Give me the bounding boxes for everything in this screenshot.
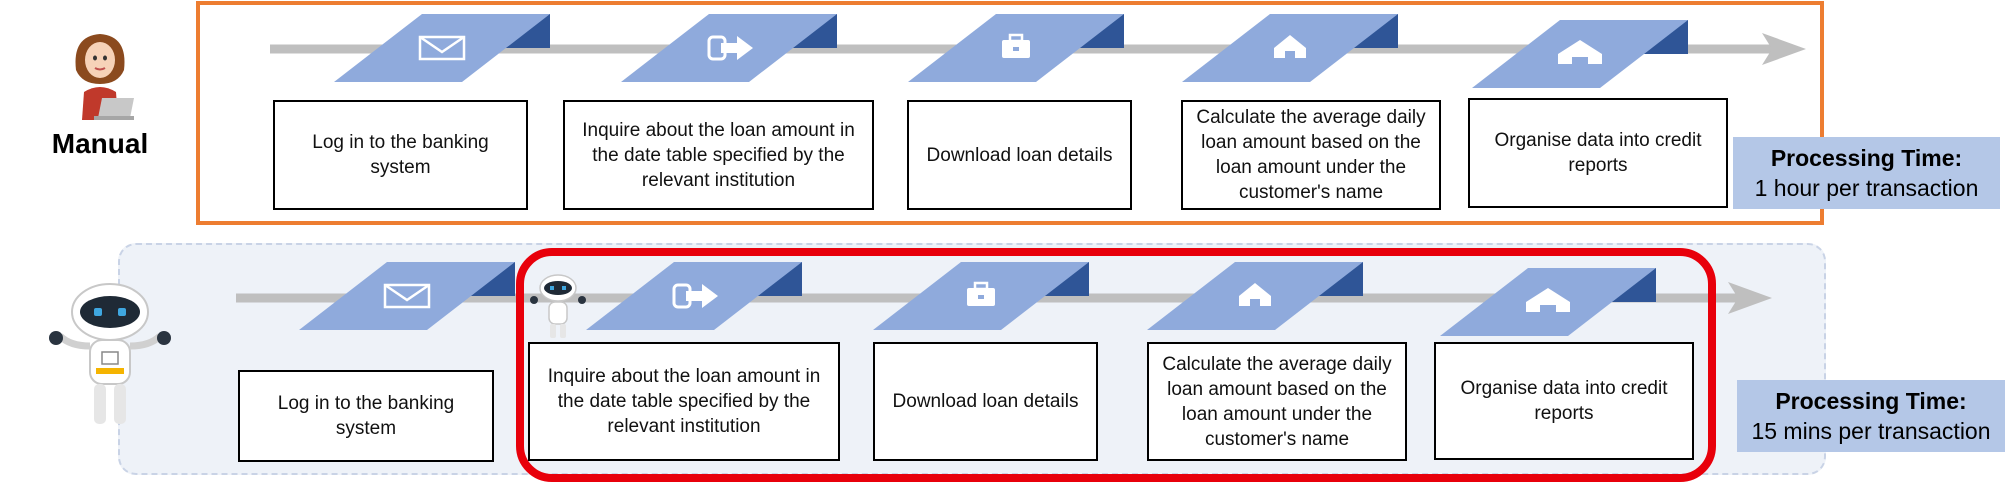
automated-timeline-arrowhead xyxy=(1728,282,1772,314)
house-icon xyxy=(1274,35,1306,58)
automated-step-tile-4 xyxy=(1147,262,1363,330)
automation-scope-highlight xyxy=(516,248,1716,482)
arrow-right-icon xyxy=(672,283,718,309)
automated-step-4-label: Calculate the average daily loan amount … xyxy=(1162,353,1392,450)
manual-process-frame xyxy=(196,1,1824,225)
manual-step-tile-5 xyxy=(1472,20,1688,88)
manual-step-2: Inquire about the loan amount in the dat… xyxy=(563,100,874,210)
automated-step-3: Download loan details xyxy=(873,342,1098,461)
automated-step-1-label: Log in to the banking system xyxy=(277,393,455,439)
manual-step-5: Organise data into credit reports xyxy=(1468,98,1728,208)
manual-step-3: Download loan details xyxy=(907,100,1132,210)
manual-step-4: Calculate the average daily loan amount … xyxy=(1181,100,1441,210)
manual-step-5-label: Organise data into credit reports xyxy=(1494,130,1702,176)
automated-step-2-label: Inquire about the loan amount in the dat… xyxy=(547,366,821,437)
manual-processing-time-title: Processing Time: xyxy=(1770,145,1963,171)
automated-step-1: Log in to the banking system xyxy=(238,370,494,462)
house-icon xyxy=(1526,288,1570,312)
arrow-right-icon xyxy=(707,35,753,61)
envelope-icon xyxy=(418,35,466,61)
automated-step-tile-2 xyxy=(586,262,802,330)
manual-step-tile-2 xyxy=(621,14,837,82)
manual-step-4-label: Calculate the average daily loan amount … xyxy=(1196,107,1426,203)
automated-processing-time-title: Processing Time: xyxy=(1775,388,1967,414)
automated-step-4: Calculate the average daily loan amount … xyxy=(1147,342,1407,461)
manual-step-1-label: Log in to the banking system xyxy=(312,132,489,178)
manual-worker-icon xyxy=(75,34,134,120)
manual-step-tile-1 xyxy=(334,14,550,82)
briefcase-icon xyxy=(1002,33,1030,58)
robot-icon xyxy=(49,283,171,424)
manual-label: Manual xyxy=(52,128,148,159)
manual-step-tile-3 xyxy=(908,14,1124,82)
automated-step-5-label: Organise data into credit reports xyxy=(1460,378,1668,424)
automated-step-tile-3 xyxy=(873,262,1089,330)
manual-step-2-label: Inquire about the loan amount in the dat… xyxy=(582,119,855,191)
house-icon xyxy=(1558,40,1602,64)
automated-step-5: Organise data into credit reports xyxy=(1434,342,1694,460)
house-icon xyxy=(1239,283,1271,306)
manual-step-1: Log in to the banking system xyxy=(273,100,528,210)
automated-processing-time-value: 15 mins per transaction xyxy=(1751,418,1991,444)
manual-step-tile-4 xyxy=(1182,14,1398,82)
manual-timeline-arrowhead xyxy=(1762,33,1806,65)
manual-processing-time: Processing Time: 1 hour per transaction xyxy=(1733,137,2000,209)
automated-step-3-label: Download loan details xyxy=(892,391,1079,412)
briefcase-icon xyxy=(967,281,995,306)
automated-processing-time: Processing Time: 15 mins per transaction xyxy=(1737,380,2005,452)
automated-step-tile-1 xyxy=(299,262,515,330)
manual-step-3-label: Download loan details xyxy=(926,144,1113,166)
automated-step-2: Inquire about the loan amount in the dat… xyxy=(528,342,840,461)
manual-processing-time-value: 1 hour per transaction xyxy=(1754,175,1979,201)
envelope-icon xyxy=(383,283,431,309)
automated-step-tile-5 xyxy=(1440,268,1656,336)
